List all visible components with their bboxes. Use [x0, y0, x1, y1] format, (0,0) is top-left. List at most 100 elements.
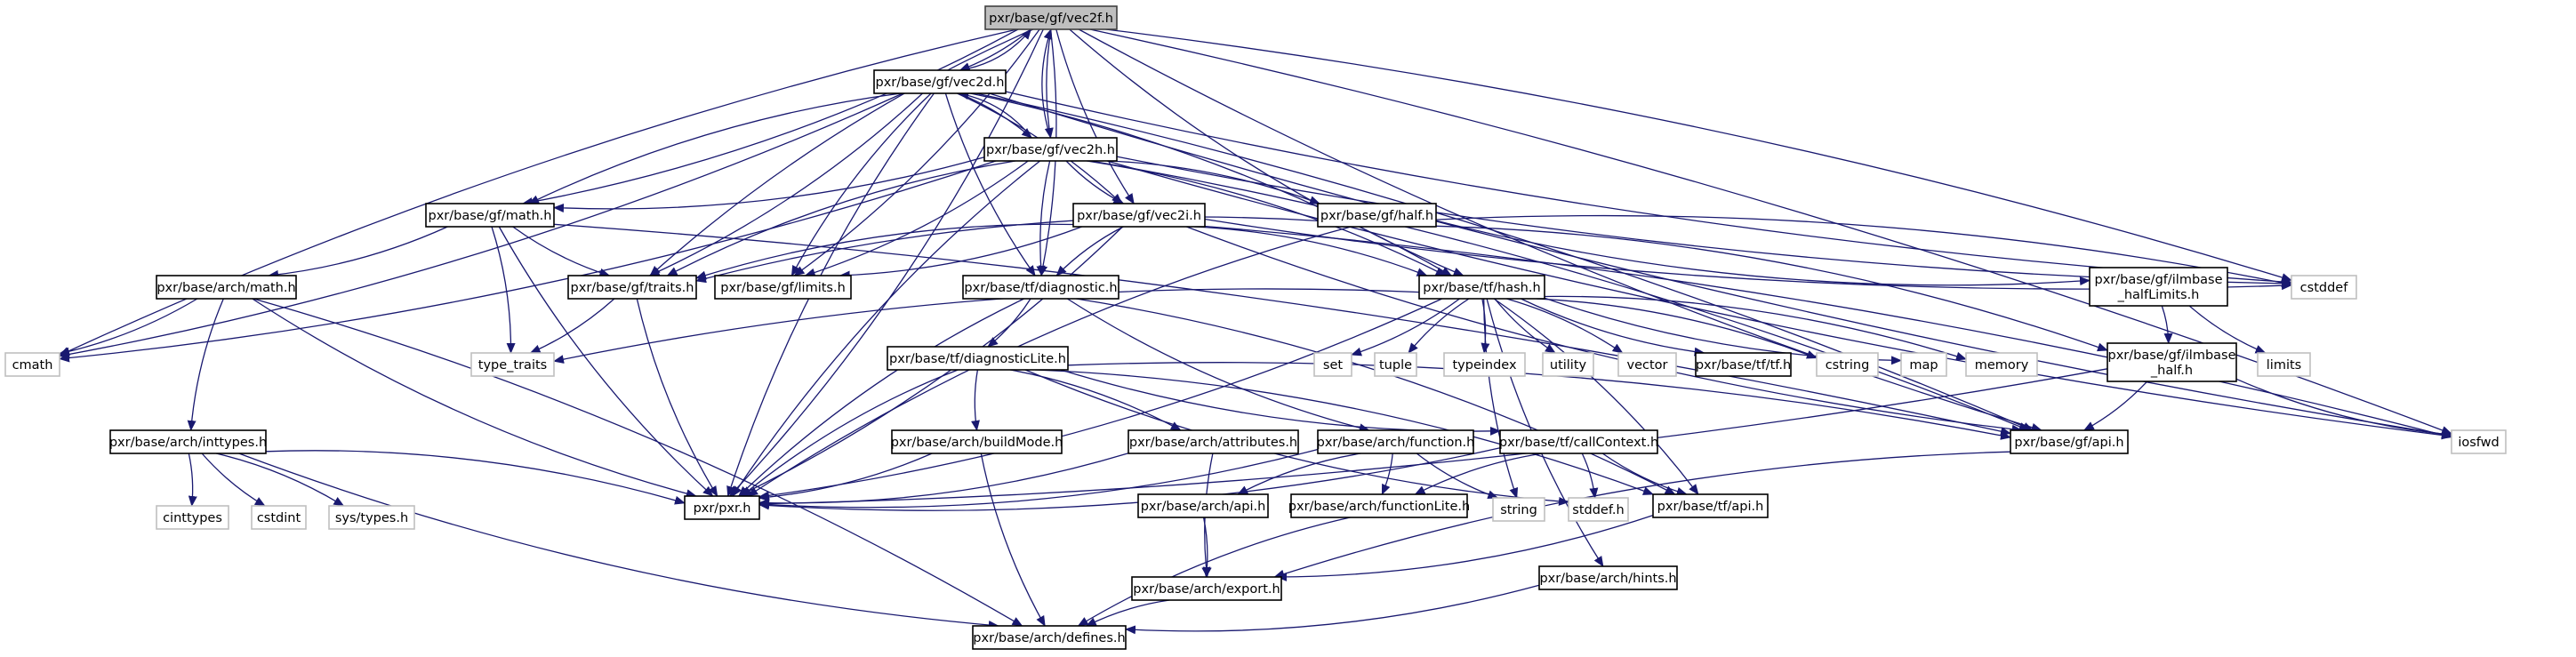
node-box — [109, 429, 267, 454]
node-halfLimits[interactable]: pxr/base/gf/ilmbase_halfLimits.h — [2089, 267, 2228, 307]
node-label: pxr/base/tf/callContext.h — [1499, 436, 1658, 450]
node-memory: memory — [1965, 352, 2038, 377]
node-box — [1443, 352, 1526, 377]
node-buildMode[interactable]: pxr/base/arch/buildMode.h — [891, 429, 1063, 454]
node-vec2d[interactable]: pxr/base/gf/vec2d.h — [873, 69, 1007, 94]
edge-callContext-to-pxr — [758, 447, 1501, 511]
node-gfapi[interactable]: pxr/base/gf/api.h — [2010, 429, 2129, 454]
node-cinttypes: cinttypes — [156, 505, 229, 530]
node-label: cmath — [12, 358, 53, 373]
node-cstdint: cstdint — [251, 505, 307, 530]
node-archapi[interactable]: pxr/base/arch/api.h — [1137, 493, 1269, 518]
edge-inttypes-to-pxr — [265, 450, 686, 505]
node-ilmhalf[interactable]: pxr/base/gf/ilmbase_half.h — [2107, 342, 2237, 382]
edge-inttypes-to-cinttypes — [188, 453, 197, 507]
edge-vec2f-to-vec2h — [1044, 28, 1054, 139]
edge-archmath-to-defines — [253, 298, 1023, 627]
edge-vec2i-to-hash — [1193, 226, 1428, 276]
node-pxr[interactable]: pxr/pxr.h — [684, 495, 760, 520]
node-box — [156, 275, 297, 300]
node-box — [1568, 497, 1629, 522]
node-attributes[interactable]: pxr/base/arch/attributes.h — [1128, 429, 1299, 454]
edge-vec2h-to-vec2i — [1065, 160, 1125, 204]
edge-vec2h-to-iosfwd — [1106, 160, 2452, 440]
node-label: memory — [1975, 358, 2029, 373]
node-vec2f[interactable]: pxr/base/gf/vec2f.h — [984, 5, 1118, 30]
node-limits: limits — [2257, 352, 2311, 377]
node-gflimits[interactable]: pxr/base/gf/limits.h — [714, 275, 852, 300]
node-functionLite[interactable]: pxr/base/arch/functionLite.h — [1288, 493, 1470, 518]
node-box — [1538, 565, 1678, 590]
node-vec2i[interactable]: pxr/base/gf/vec2i.h — [1072, 203, 1206, 228]
node-defines[interactable]: pxr/base/arch/defines.h — [972, 625, 1127, 650]
node-label: pxr/base/gf/math.h — [429, 209, 552, 223]
edge-vec2i-to-gflimits — [839, 226, 1082, 280]
edge-callContext-to-tfapi — [1601, 453, 1688, 496]
edge-inttypes-to-defines — [238, 453, 999, 630]
node-label: map — [1909, 358, 1938, 373]
edge-vec2h-to-vec2d — [958, 91, 1032, 139]
edge-vec2d-to-traits — [648, 92, 923, 276]
edge-ilmhalf-to-iosfwd — [2235, 378, 2452, 439]
edge-vec2d-to-diagnostic — [944, 92, 1036, 276]
node-label: cstdint — [257, 511, 301, 525]
node-label: typeindex — [1452, 358, 1516, 373]
node-vec2h[interactable]: pxr/base/gf/vec2h.h — [983, 137, 1118, 162]
node-label: pxr/base/gf/half.h — [1320, 209, 1433, 223]
node-tfapi[interactable]: pxr/base/tf/api.h — [1652, 493, 1769, 518]
edge-function-to-archapi — [1237, 453, 1361, 495]
node-cmath: cmath — [4, 352, 60, 377]
node-box — [1900, 352, 1947, 377]
node-gfmath[interactable]: pxr/base/gf/math.h — [425, 203, 555, 228]
node-diagnostic[interactable]: pxr/base/tf/diagnostic.h — [962, 275, 1119, 300]
node-tf[interactable]: pxr/base/tf/tf.h — [1695, 352, 1792, 377]
edge-diagLite-to-attributes — [1009, 369, 1182, 431]
node-export[interactable]: pxr/base/arch/export.h — [1131, 576, 1282, 601]
node-box — [1418, 275, 1545, 300]
node-archmath[interactable]: pxr/base/arch/math.h — [156, 275, 297, 300]
edge-vec2h-to-traits — [666, 160, 1016, 276]
edge-buildMode-to-pxr — [758, 453, 933, 502]
node-label: pxr/base/arch/export.h — [1133, 582, 1280, 597]
edge-hash-to-type_traits — [553, 288, 1420, 364]
node-box — [1499, 429, 1658, 454]
node-box — [1072, 203, 1206, 228]
edge-vec2d-to-iosfwd — [989, 92, 2452, 439]
node-label: pxr/base/gf/limits.h — [720, 281, 846, 295]
edge-hash-to-typeindex — [1481, 298, 1490, 354]
node-cstddef: cstddef — [2291, 275, 2357, 300]
node-inttypes[interactable]: pxr/base/arch/inttypes.h — [109, 429, 267, 454]
edge-ilmhalf-to-gfapi — [2082, 381, 2148, 431]
edge-vec2i-to-iosfwd — [1204, 225, 2452, 439]
node-map: map — [1900, 352, 1947, 377]
edge-vec2i-to-traits — [695, 223, 1074, 280]
node-diagLite[interactable]: pxr/base/tf/diagnosticLite.h — [887, 346, 1069, 371]
node-box — [1290, 493, 1468, 518]
node-hash[interactable]: pxr/base/tf/hash.h — [1418, 275, 1545, 300]
node-box — [1542, 352, 1594, 377]
node-label: vector — [1627, 358, 1668, 373]
node-box — [684, 495, 760, 520]
node-label: cstddef — [2300, 281, 2349, 295]
edge-hash-to-vector — [1506, 298, 1624, 354]
node-function[interactable]: pxr/base/arch/function.h — [1317, 429, 1475, 454]
edge-half-to-cstddef — [1435, 214, 2292, 287]
node-callContext[interactable]: pxr/base/tf/callContext.h — [1499, 429, 1658, 454]
node-box — [1317, 429, 1474, 454]
node-traits[interactable]: pxr/base/gf/traits.h — [567, 275, 697, 300]
edge-vec2h-to-cmath — [59, 160, 997, 363]
node-label: pxr/base/gf/api.h — [2014, 436, 2123, 450]
node-box — [1617, 352, 1677, 377]
node-label: utility — [1550, 358, 1587, 373]
node-box — [983, 137, 1118, 162]
node-box — [1695, 352, 1792, 377]
edge-vec2h-to-gflimits — [804, 160, 1029, 277]
edge-vec2d-to-gfapi — [975, 92, 2034, 431]
edge-ilmhalf-to-pxr — [758, 368, 2108, 509]
edge-gfmath-to-gfapi — [553, 223, 2011, 437]
edge-diagLite-to-callContext — [1060, 369, 1501, 436]
node-hints[interactable]: pxr/base/arch/hints.h — [1538, 565, 1678, 590]
node-half[interactable]: pxr/base/gf/half.h — [1317, 203, 1437, 228]
node-label: set — [1323, 358, 1343, 373]
